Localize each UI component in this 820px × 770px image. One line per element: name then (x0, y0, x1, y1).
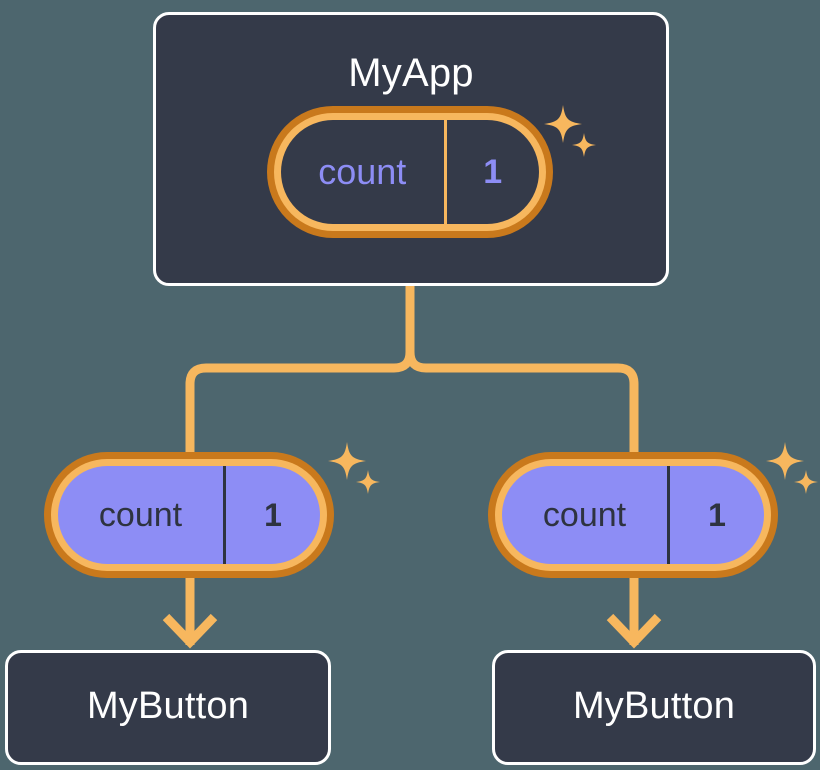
component-card-mybutton-right[interactable]: MyButton (492, 650, 816, 765)
state-pill-mybutton-right[interactable]: count 1 (488, 452, 778, 578)
state-pill-body: count 1 (58, 466, 320, 564)
state-pill-ring: count 1 (488, 452, 778, 578)
state-pill-value: 1 (667, 466, 764, 564)
state-pill-ring: count 1 (44, 452, 334, 578)
connector-branch-right (405, 351, 639, 455)
state-pill-ring-inner: count 1 (495, 459, 771, 571)
state-pill-value: 1 (443, 120, 539, 224)
connector-branch-left (185, 351, 415, 455)
state-pill-ring-inner: count 1 (274, 113, 546, 231)
arrow-down-icon-left (162, 613, 218, 649)
state-pill-myapp[interactable]: count 1 (267, 106, 553, 238)
card-title-myapp: MyApp (348, 51, 474, 95)
component-card-mybutton-left[interactable]: MyButton (5, 650, 331, 765)
arrow-down-icon-right (606, 613, 662, 649)
state-pill-body: count 1 (502, 466, 764, 564)
state-pill-mybutton-left[interactable]: count 1 (44, 452, 334, 578)
state-pill-key: count (98, 495, 183, 534)
state-pill-ring: count 1 (267, 106, 553, 238)
state-pill-key: count (542, 495, 627, 534)
state-pill-key: count (318, 151, 407, 192)
card-title-mybutton-left: MyButton (86, 685, 250, 727)
state-pill-value: 1 (223, 466, 320, 564)
state-pill-ring-inner: count 1 (51, 459, 327, 571)
card-title-mybutton-right: MyButton (572, 685, 736, 727)
state-pill-body: count 1 (281, 120, 539, 224)
